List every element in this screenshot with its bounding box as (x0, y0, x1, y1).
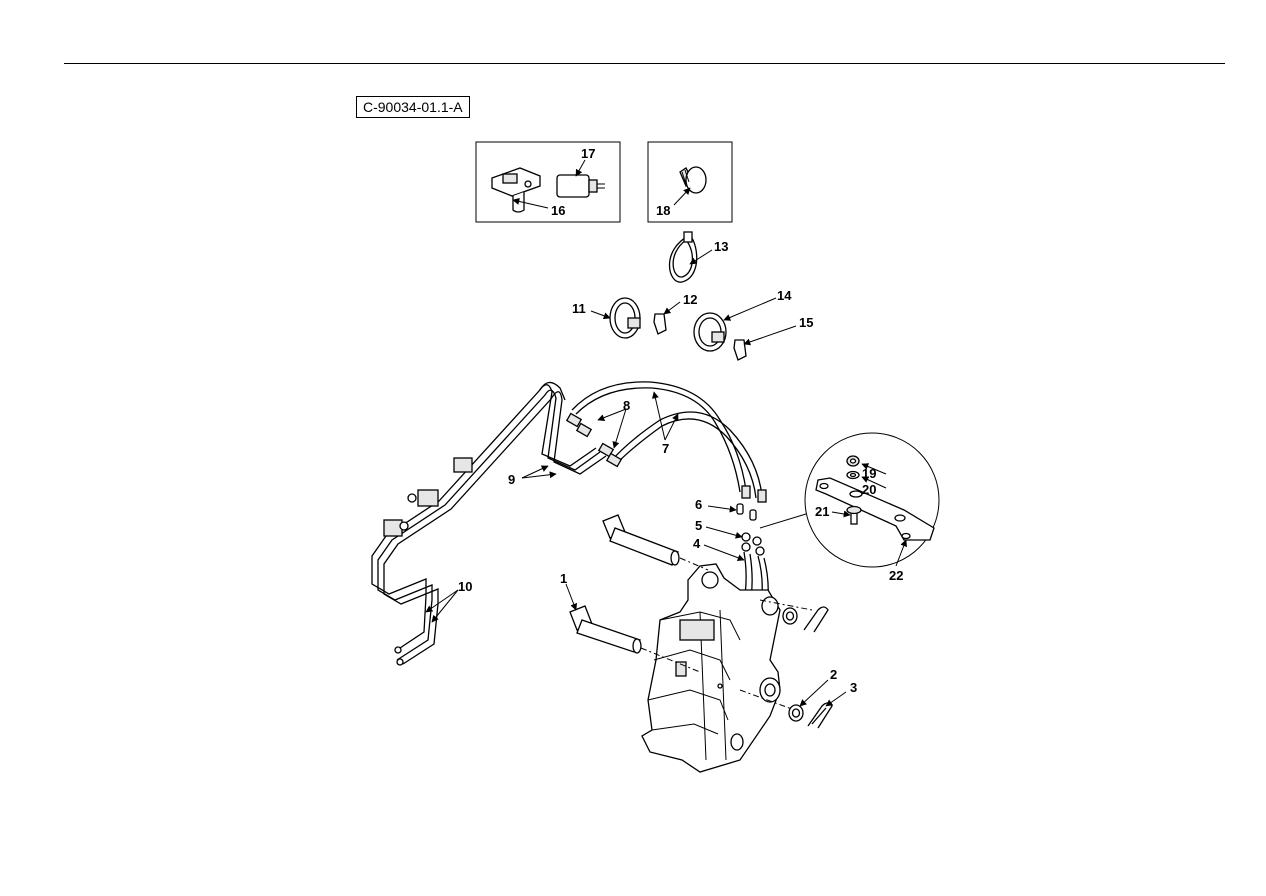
callout-12: 12 (683, 292, 697, 307)
callout-2: 2 (830, 667, 837, 682)
upper-washer-cotter (782, 606, 829, 633)
callout-11: 11 (572, 301, 586, 316)
callout-19: 19 (862, 466, 876, 481)
header-rule (64, 63, 1225, 64)
callout-3: 3 (850, 680, 857, 695)
callout-17: 17 (581, 146, 595, 161)
part-17-sensor (556, 174, 605, 198)
callout-5: 5 (695, 518, 702, 533)
part-7-hoses (571, 381, 767, 503)
leader-lines (425, 159, 908, 707)
part-22-plate (815, 477, 935, 541)
callout-7: 7 (662, 441, 669, 456)
part-18-plug (679, 166, 707, 194)
part-20-washer (846, 470, 860, 480)
part-16-block (491, 167, 541, 213)
callout-1: 1 (560, 571, 567, 586)
inset-box-18 (647, 141, 733, 223)
callout-16: 16 (551, 203, 565, 218)
part-14-hose-clamp (693, 312, 727, 352)
alignment-lines (640, 557, 813, 713)
part-6-orings (736, 503, 757, 521)
part-19-nut (846, 455, 860, 467)
detail-circle-19-22 (759, 432, 940, 568)
callout-21: 21 (815, 504, 829, 519)
callout-15: 15 (799, 315, 813, 330)
part-8-fittings (565, 412, 623, 468)
part-3-cotter-pin (807, 702, 833, 729)
callout-8: 8 (623, 398, 630, 413)
part-2-washer (788, 704, 804, 722)
callout-10: 10 (458, 579, 472, 594)
inset-box-16-17 (475, 141, 621, 223)
part-5-fittings (741, 532, 765, 556)
tube-brackets (383, 457, 473, 666)
part-13-clamp (668, 231, 698, 283)
part-12-insert (653, 313, 667, 335)
callout-4: 4 (693, 536, 701, 551)
callout-22: 22 (889, 568, 903, 583)
callout-labels: 17 16 18 13 11 12 14 15 8 7 9 19 20 6 21… (458, 146, 903, 695)
part-11-hose-clamp (609, 297, 641, 339)
part-1-pin (569, 605, 642, 654)
upper-pin (602, 514, 680, 566)
main-bracket (641, 563, 781, 773)
part-15-insert (733, 339, 747, 361)
figure-id-label: C-90034-01.1-A (356, 96, 470, 118)
callout-14: 14 (777, 288, 792, 303)
callout-6: 6 (695, 497, 702, 512)
callout-18: 18 (656, 203, 670, 218)
callout-13: 13 (714, 239, 728, 254)
callout-9: 9 (508, 472, 515, 487)
hydraulic-tubes (371, 381, 607, 665)
callout-20: 20 (862, 482, 876, 497)
